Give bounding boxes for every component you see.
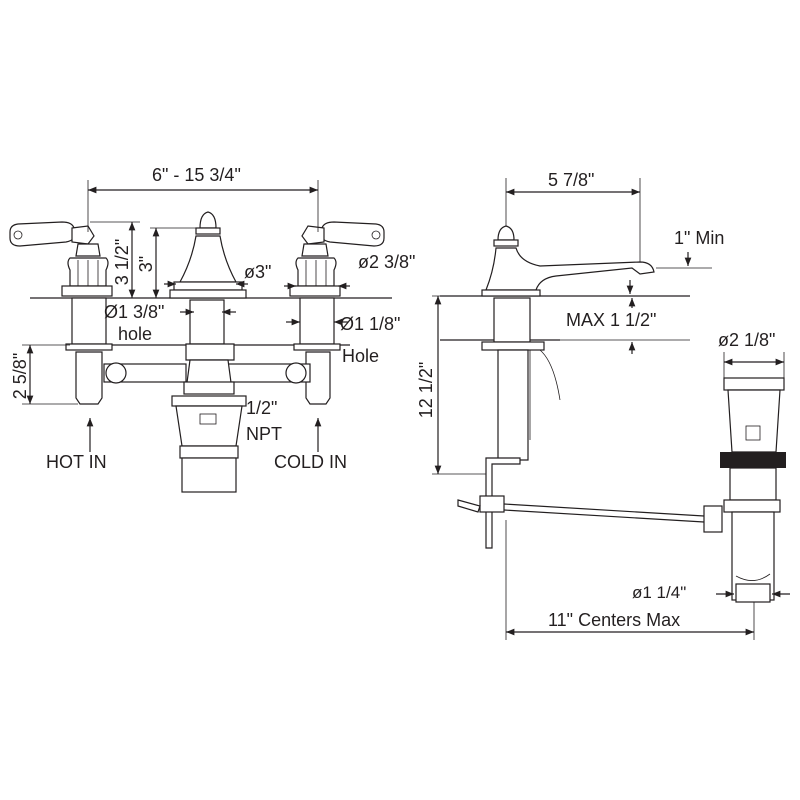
- handle-base-dia-label: ø2 3/8": [358, 252, 415, 272]
- tailpiece-dia-label: ø1 1/4": [632, 583, 686, 602]
- spread-label: 6" - 15 3/4": [152, 165, 241, 185]
- side-spout: [481, 225, 655, 461]
- popup-drain-assembly: [703, 352, 790, 603]
- spout-height-label: 3": [136, 256, 156, 272]
- center-hole-dia-label: Ø1 3/8": [104, 302, 164, 322]
- deck-max-label: MAX 1 1/2": [566, 310, 656, 330]
- centers-label: 11" Centers Max: [548, 610, 680, 630]
- valve-below-label: 2 5/8": [10, 353, 30, 399]
- cold-handle: [289, 221, 385, 405]
- center-hole-word: hole: [118, 324, 152, 344]
- clearance-label: 1" Min: [674, 228, 724, 248]
- hot-in-label: HOT IN: [46, 452, 107, 472]
- below-deck-label: 12 1/2": [416, 362, 436, 418]
- handle-height-label: 3 1/2": [112, 239, 132, 285]
- front-drain: [171, 395, 247, 493]
- cold-in-label: COLD IN: [274, 452, 347, 472]
- drain-thread-label-a: 1/2": [246, 398, 277, 418]
- reach-label: 5 7/8": [548, 170, 594, 190]
- front-view: [9, 180, 392, 493]
- popup-dia-label: ø2 1/8": [718, 330, 775, 350]
- side-hole-dia-label: Ø1 1/8": [340, 314, 400, 334]
- hot-handle: [9, 221, 113, 405]
- spout-base-dia-label: ø3": [244, 262, 271, 282]
- popup-linkage: [457, 457, 705, 549]
- supply-hoses: [103, 359, 311, 395]
- drain-gasket: [720, 452, 786, 468]
- side-view: [432, 178, 755, 640]
- drain-thread-label-b: NPT: [246, 424, 282, 444]
- side-hole-word: Hole: [342, 346, 379, 366]
- center-spout: [169, 211, 247, 361]
